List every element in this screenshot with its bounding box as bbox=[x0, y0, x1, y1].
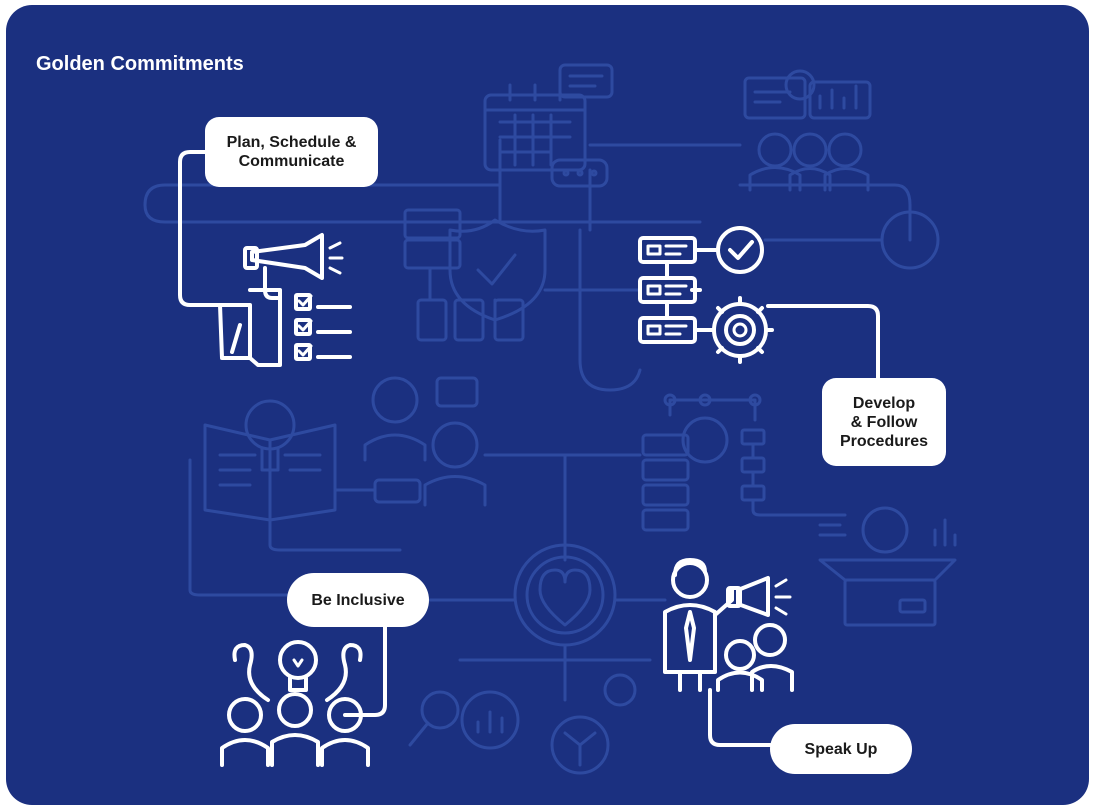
procedure-blocks-icon bbox=[638, 226, 774, 364]
speak-up-icon bbox=[663, 558, 794, 692]
commitment-label-line: Develop bbox=[852, 394, 916, 412]
foreground-connectors bbox=[178, 150, 880, 747]
diagram-artwork bbox=[143, 63, 957, 775]
commitment-label-line: Procedures bbox=[839, 432, 929, 450]
page-title: Golden Commitments bbox=[36, 53, 244, 75]
commitment-label-line: Speak Up bbox=[804, 740, 878, 758]
commitment-label-line: Communicate bbox=[238, 153, 345, 170]
commitment-label-line: Be Inclusive bbox=[311, 591, 405, 609]
commitment-be-inclusive: Be Inclusive bbox=[287, 573, 429, 627]
commitment-develop-follow-procedures: Develop & Follow Procedures bbox=[822, 378, 946, 466]
background-network bbox=[143, 63, 957, 775]
megaphone-checklist-icon bbox=[218, 233, 352, 367]
commitment-label-line: & Follow bbox=[850, 413, 918, 431]
commitment-label-line: Plan, Schedule & bbox=[226, 134, 357, 151]
commitment-plan-schedule-communicate: Plan, Schedule & Communicate bbox=[205, 117, 378, 187]
inclusive-group-icon bbox=[220, 640, 370, 767]
commitment-speak-up: Speak Up bbox=[770, 724, 912, 774]
commitments-panel: Golden Commitments Plan, Schedule & Comm… bbox=[6, 5, 1089, 805]
